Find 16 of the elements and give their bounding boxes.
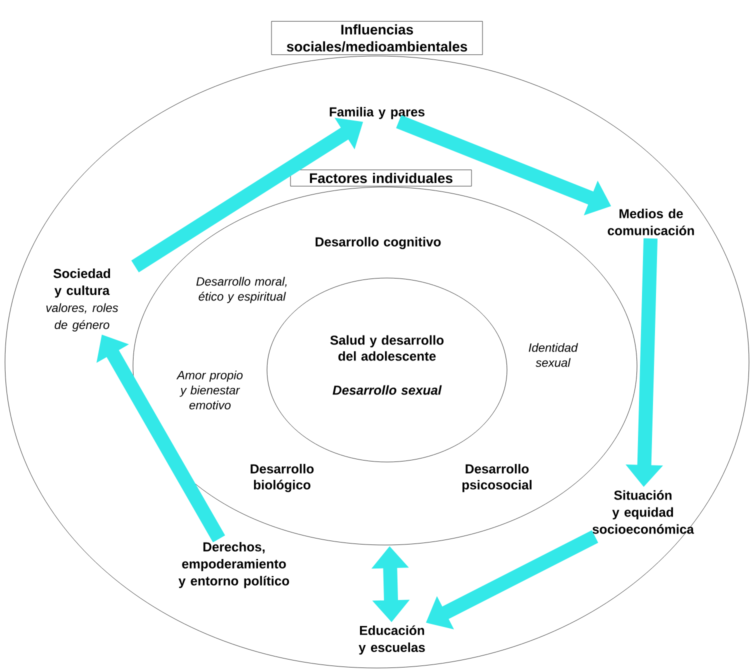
ring-label: Desarrollo moral, ético y espiritual xyxy=(196,276,287,304)
ring-label: Desarrollo sexual xyxy=(332,385,442,395)
factor-label: Sociedad y cultura valores, roles de género xyxy=(46,268,118,332)
factor-label: Situación y equidad socioeconómica xyxy=(592,490,694,534)
ring-label: Desarrollo psicosocial xyxy=(462,464,532,492)
factor-label: Educación y escuelas xyxy=(358,625,425,655)
ring-label: Desarrollo biológico xyxy=(250,464,314,492)
factor-label: Familia y pares xyxy=(330,106,424,120)
ring-label: Salud y desarrollo del adolescente xyxy=(330,335,444,361)
heading-box: Factores individuales xyxy=(290,170,472,186)
ring-label: Identidad sexual xyxy=(528,343,578,367)
factor-label: Derechos, empoderamiento y entorno político xyxy=(178,542,290,588)
factor-label: Medios de comunicación xyxy=(608,208,694,236)
heading-box: Influencias sociales/medioambientales xyxy=(271,21,483,55)
ring-label: Desarrollo cognitivo xyxy=(316,236,441,250)
ring-label: Amor propio y bienestar emotivo xyxy=(176,370,243,410)
